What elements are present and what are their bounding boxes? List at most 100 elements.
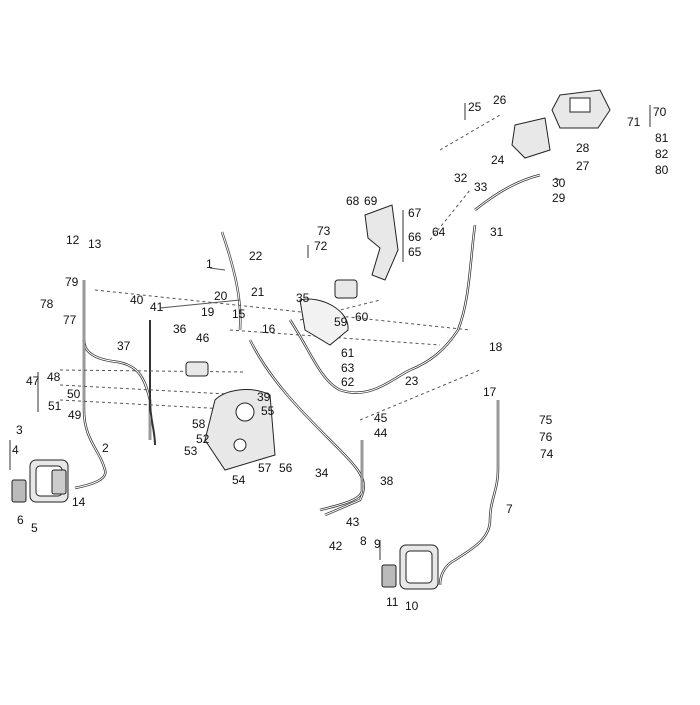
callout-69: 69	[364, 194, 378, 208]
callout-81: 81	[655, 131, 669, 145]
callout-67: 67	[408, 206, 422, 220]
brake-line-1-inner	[221, 231, 241, 331]
left-caliper	[11, 459, 69, 503]
callout-22: 22	[249, 249, 263, 263]
callout-23: 23	[405, 374, 419, 388]
callout-33: 33	[474, 180, 488, 194]
brake-line-23b-inner	[249, 339, 365, 516]
callout-51: 51	[48, 399, 62, 413]
callout-15: 15	[232, 307, 246, 321]
pump-unit	[185, 361, 276, 471]
valve-59	[334, 279, 358, 299]
callout-61: 61	[341, 346, 355, 360]
callout-8: 8	[360, 534, 367, 548]
callout-40: 40	[130, 293, 144, 307]
callout-20: 20	[214, 289, 228, 303]
callout-44: 44	[374, 426, 388, 440]
pedal-bracket	[364, 204, 399, 281]
disc-guard	[299, 298, 349, 346]
callout-35: 35	[296, 291, 310, 305]
callout-26: 26	[493, 93, 507, 107]
callout-78: 78	[40, 297, 54, 311]
callout-14: 14	[72, 495, 86, 509]
callout-77: 77	[63, 313, 77, 327]
callout-54: 54	[232, 473, 246, 487]
callout-58: 58	[192, 417, 206, 431]
callout-70: 70	[653, 105, 667, 119]
callout-5: 5	[31, 521, 38, 535]
callout-57: 57	[258, 461, 272, 475]
callout-34: 34	[315, 466, 329, 480]
callout-42: 42	[329, 539, 343, 553]
callout-31: 31	[490, 225, 504, 239]
callout-46: 46	[196, 331, 210, 345]
callout-28: 28	[576, 141, 590, 155]
callout-4: 4	[12, 443, 19, 457]
brake-line-2-inner	[74, 340, 106, 489]
abs-unit	[511, 89, 611, 159]
callout-36: 36	[173, 322, 187, 336]
callout-24: 24	[491, 153, 505, 167]
callout-29: 29	[552, 191, 566, 205]
callout-16: 16	[262, 322, 276, 336]
brake-line-7	[438, 400, 500, 586]
callout-18: 18	[489, 340, 503, 354]
callout-79: 79	[65, 275, 79, 289]
brake-line-38-inner	[319, 440, 363, 511]
callout-80: 80	[655, 163, 669, 177]
callout-11: 11	[386, 595, 399, 609]
callout-50: 50	[67, 387, 81, 401]
callout-3: 3	[16, 423, 23, 437]
callout-30: 30	[552, 176, 566, 190]
callout-47: 47	[26, 374, 40, 388]
callout-43: 43	[346, 515, 360, 529]
callout-2: 2	[102, 441, 109, 455]
callout-32: 32	[454, 171, 468, 185]
callout-76: 76	[539, 430, 553, 444]
callout-55: 55	[261, 404, 275, 418]
callout-45: 45	[374, 411, 388, 425]
callout-56: 56	[279, 461, 293, 475]
callout-53: 53	[184, 444, 198, 458]
callout-63: 63	[341, 361, 355, 375]
brake-line-24-inner	[474, 174, 541, 211]
callout-38: 38	[380, 474, 394, 488]
callout-6: 6	[17, 513, 24, 527]
callout-27: 27	[576, 159, 590, 173]
callout-1: 1	[206, 257, 213, 271]
callout-66: 66	[408, 230, 422, 244]
right-caliper	[381, 544, 439, 590]
callout-25: 25	[468, 100, 482, 114]
callout-19: 19	[201, 305, 215, 319]
callout-49: 49	[68, 408, 82, 422]
callout-64: 64	[432, 225, 446, 239]
brake-line-left-inner	[83, 280, 151, 440]
callout-39: 39	[257, 390, 271, 404]
brake-line-7-inner	[439, 400, 499, 586]
callout-48: 48	[47, 370, 61, 384]
callout-75: 75	[539, 413, 553, 427]
callout-72: 72	[314, 239, 328, 253]
callout-52: 52	[196, 432, 210, 446]
callout-12: 12	[66, 233, 80, 247]
callout-71: 71	[627, 115, 641, 129]
callout-59: 59	[334, 315, 348, 329]
callout-17: 17	[483, 385, 497, 399]
callout-10: 10	[405, 599, 419, 613]
callout-65: 65	[408, 245, 422, 259]
callout-21: 21	[251, 285, 265, 299]
callout-74: 74	[540, 447, 554, 461]
callout-13: 13	[88, 237, 102, 251]
callout-9: 9	[374, 537, 381, 551]
callout-68: 68	[346, 194, 360, 208]
callout-82: 82	[655, 147, 669, 161]
callout-73: 73	[317, 224, 331, 238]
brake-line-23-inner	[289, 224, 476, 394]
callout-37: 37	[117, 339, 131, 353]
brake-line-37	[149, 320, 156, 446]
callout-62: 62	[341, 375, 355, 389]
callout-41: 41	[150, 300, 164, 314]
callout-60: 60	[355, 310, 369, 324]
callout-7: 7	[506, 502, 513, 516]
